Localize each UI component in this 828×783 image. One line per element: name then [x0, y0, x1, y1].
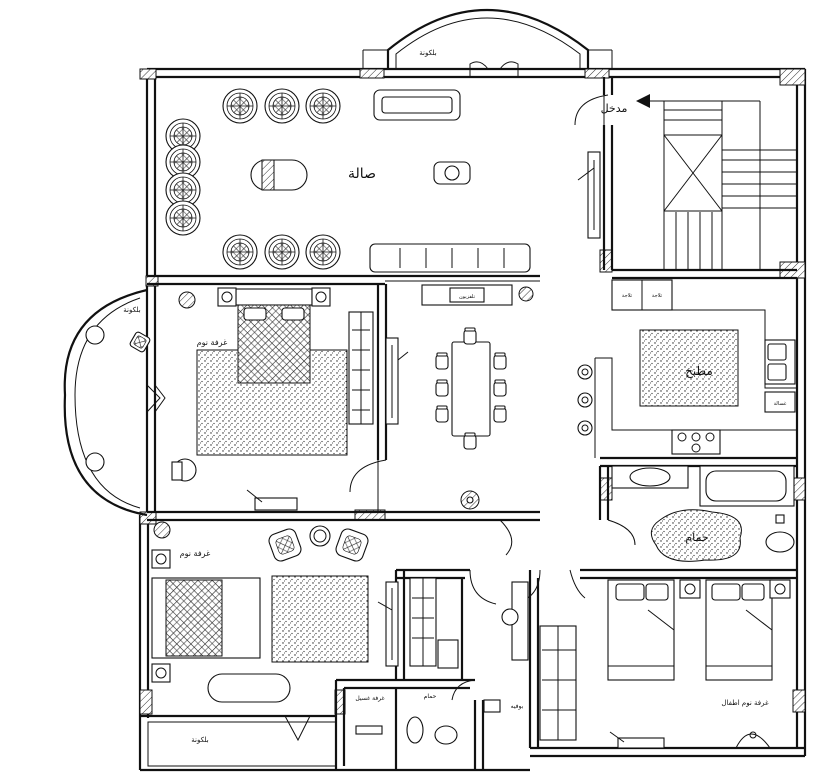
bath-label: حمام	[685, 531, 708, 544]
wc-label: حمام	[424, 693, 437, 700]
bathroom: حمام	[607, 465, 795, 562]
balcony-left-label: بلكونة	[123, 306, 141, 314]
buffet-label: بوفيه	[511, 703, 524, 710]
laundry-label: غرفة غسيل	[355, 695, 384, 702]
stairs	[663, 101, 797, 270]
living-room: صالة مدخل	[165, 88, 760, 273]
outer-walls	[138, 67, 807, 772]
wc-laundry: غرفة غسيل حمام	[355, 679, 501, 745]
entrance-label: مدخل	[601, 102, 628, 115]
balcony-bottom-label: بلكونة	[191, 736, 209, 744]
living-label: صالة	[348, 166, 376, 182]
closet: بوفيه	[409, 519, 586, 741]
kitchen: ثلاجة ثلاجة مطبخ غسالة	[577, 279, 797, 458]
kitchen-label: مطبخ	[685, 364, 713, 378]
dining-area: تلفزيون	[385, 284, 534, 510]
bedroom-2: غرفة نوم	[151, 521, 399, 703]
washer-label: غسالة	[774, 401, 787, 407]
kids-bedroom: غرفة نوم اطفال	[607, 579, 791, 749]
balcony-left: بلكونة	[63, 288, 166, 517]
fridge1-label: ثلاجة	[622, 293, 633, 299]
balcony-top-label: بلكونة	[419, 49, 437, 57]
kids-bedroom-label: غرفة نوم اطفال	[721, 699, 769, 707]
bedroom1-label: غرفة نوم	[197, 338, 228, 347]
internal-walls	[147, 77, 797, 770]
balcony-bottom: بلكونة	[140, 714, 337, 767]
bedroom2-label: غرفة نوم	[180, 549, 211, 558]
balcony-top: بلكونة	[362, 8, 613, 77]
fridge2-label: ثلاجة	[652, 293, 663, 299]
bedroom-1: غرفة نوم	[171, 287, 387, 512]
tv-label: تلفزيون	[459, 294, 476, 300]
